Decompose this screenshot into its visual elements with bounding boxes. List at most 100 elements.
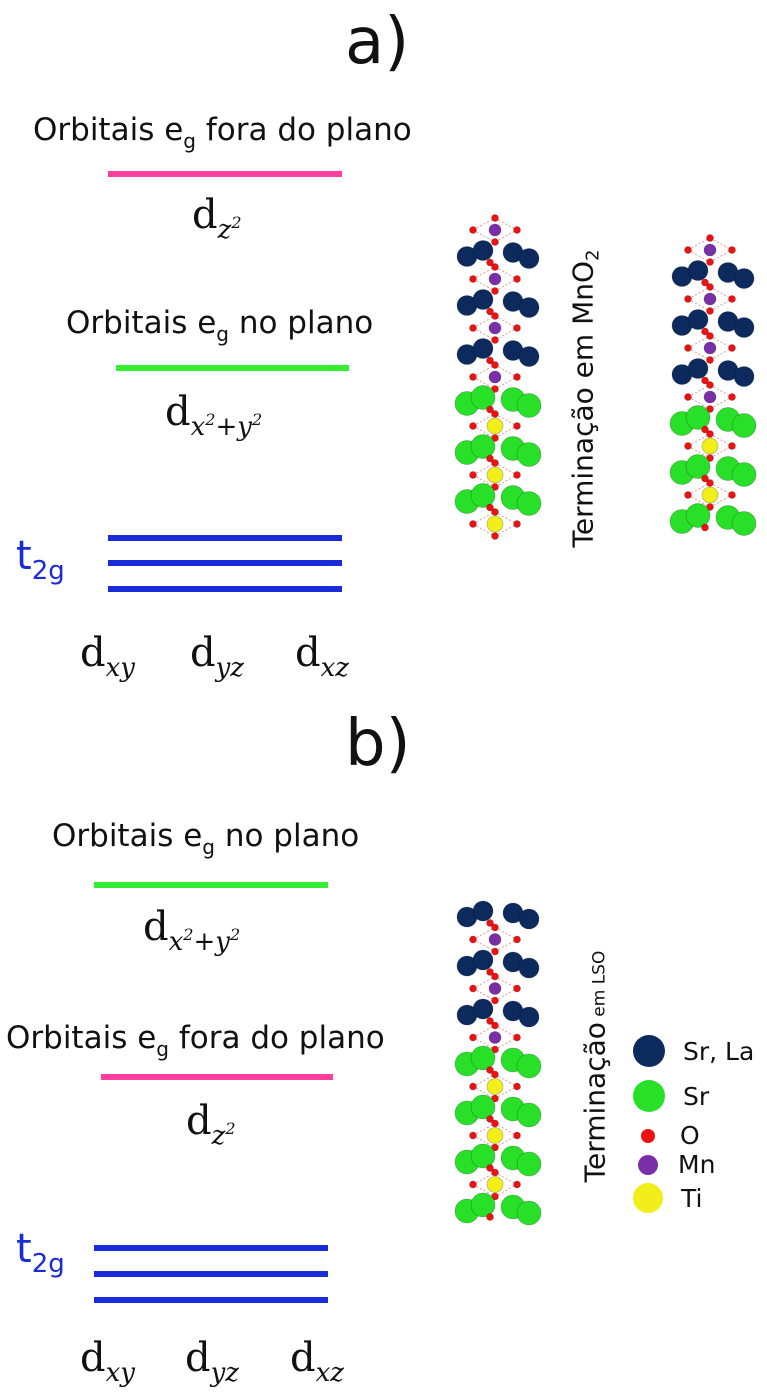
sr-atom [516,393,542,418]
oxygen-atom [469,226,477,234]
octahedron-edge [472,1184,496,1197]
sr-la-atom [472,289,494,310]
octahedron-edge [687,384,711,398]
eg-out-of-plane-title-b: Orbitais eg fora do plano [6,1020,385,1061]
eg-in-plane-level-a [116,365,349,371]
sr-atom [516,1102,542,1128]
oxygen-atom [486,503,494,512]
sr-atom [470,385,496,410]
oxygen-atom [491,459,499,467]
oxygen-atom [701,327,709,336]
sr-atom [470,1143,496,1169]
octahedron-edge [709,347,733,361]
titanium-atom [486,515,504,533]
sr-la-atom [518,957,540,979]
octahedron-edge [472,939,496,952]
legend-item-ti: Ti [633,1183,702,1213]
dyz-label-b: dyz [185,1335,239,1388]
oxygen-atom [701,376,709,385]
octahedron-edge [709,298,733,312]
octahedron-edge [494,413,518,427]
octahedron-edge [472,266,496,280]
oxygen-atom [486,1213,494,1221]
legend-label-o: O [680,1121,700,1150]
legend-item-sr: Sr [633,1080,709,1112]
octahedron-edge [472,523,496,537]
octahedron-edge [494,1037,518,1050]
oxygen-atom [513,275,521,283]
t2g-level-2-a [108,560,342,566]
octahedron-edge [494,462,518,476]
octahedron-edge [687,433,711,447]
oxygen-atom [513,1033,521,1042]
legend-label-srla: Sr, La [683,1036,755,1066]
oxygen-atom [491,996,499,1005]
oxygen-atom [513,324,521,332]
octahedron-edge [472,1123,496,1136]
crystal-structure-b [454,900,542,1226]
oxygen-atom [486,258,494,267]
sr-atom [516,442,542,467]
crystal-structure-a-right [669,234,757,536]
dz2-label-a: dz2 [192,192,242,245]
octahedron-edge [472,927,496,940]
oxygen-atom [491,972,499,981]
dxz-label-a: dxz [295,630,349,683]
eg-out-of-plane-level-b [101,1074,333,1080]
oxygen-atom [728,442,736,450]
sr-atom [731,413,757,438]
oxygen-atom [491,1192,499,1201]
legend-dot-mn [638,1154,658,1175]
panel-a-label: a) [345,5,410,79]
octahedron-edge [494,266,518,280]
oxygen-atom [491,385,499,393]
sr-atom [516,1053,542,1079]
oxygen-atom [684,393,692,401]
octahedron-edge [494,939,518,952]
oxygen-atom [491,532,499,540]
oxygen-atom [706,307,714,315]
oxygen-atom [706,283,714,291]
oxygen-atom [491,923,499,932]
octahedron-edge [494,327,518,341]
oxygen-atom [513,422,521,430]
octahedron-edge [494,364,518,378]
oxygen-atom [486,1115,494,1123]
octahedron-edge [687,396,711,410]
octahedron-edge [472,511,496,525]
dx2y2-label-b: dx2+y2 [143,904,241,957]
octahedron-edge [472,1037,496,1050]
t2g-label-b: t2g [16,1226,65,1279]
legend-label-sr: Sr [683,1081,710,1111]
sr-atom [470,1192,496,1218]
dyz-label-a: dyz [190,630,244,683]
oxygen-atom [491,1045,499,1054]
manganese-atom [488,370,502,384]
oxygen-atom [513,226,521,234]
oxygen-atom [706,381,714,389]
octahedron-edge [687,249,711,263]
oxygen-atom [513,984,521,993]
dx2y2-label-a: dx2+y2 [165,389,263,442]
legend-dot-srla [633,1035,665,1067]
eg-in-plane-title-a: Orbitais eg no plano [66,305,374,346]
oxygen-atom [491,1143,499,1152]
octahedron-edge [494,927,518,940]
octahedron-edge [472,217,496,231]
octahedron-edge [472,462,496,476]
manganese-atom [488,223,502,237]
oxygen-atom [491,238,499,246]
sr-atom [685,454,711,479]
oxygen-atom [706,479,714,487]
oxygen-atom [469,1033,477,1042]
octahedron-edge [472,474,496,488]
oxygen-atom [701,474,709,483]
oxygen-atom [486,454,494,463]
oxygen-atom [513,1180,521,1189]
octahedron-edge [687,347,711,361]
oxygen-atom [486,405,494,414]
oxygen-atom [684,295,692,303]
octahedron-edge [472,413,496,427]
dxz-label-b: dxz [290,1335,344,1388]
octahedron-edge [494,1123,518,1136]
